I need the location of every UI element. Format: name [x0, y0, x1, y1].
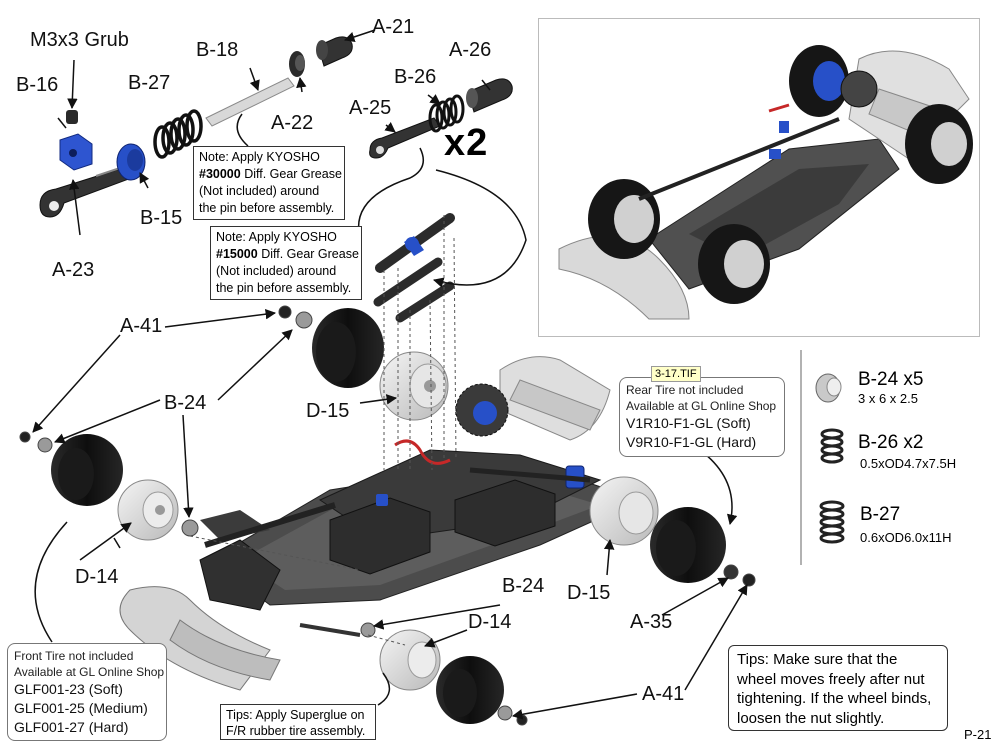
legend-b24-title: B-24 x5 [858, 369, 924, 390]
rear-tire-availability: Available at GL Online Shop [626, 399, 777, 413]
tip-nut-line3: tightening. If the wheel binds, [737, 690, 932, 707]
note-30000-line4: the pin before assembly. [199, 201, 335, 215]
rear-left-rim-d15 [379, 351, 449, 421]
label-a23: A-23 [52, 259, 95, 281]
front-tire-option-hard: GLF001-27 (Hard) [14, 719, 129, 735]
note-30000-grease-code: #30000 [199, 167, 241, 181]
legend-bearing-icon [815, 373, 842, 403]
label-a22: A-22 [271, 112, 314, 134]
front-tire-availability: Available at GL Online Shop [14, 665, 165, 679]
front-tire-info-box: Front Tire not included Available at GL … [7, 643, 167, 741]
tip-nut-line1: Tips: Make sure that the [737, 651, 898, 668]
label-a35: A-35 [630, 611, 673, 633]
legend-b26-title: B-26 x2 [858, 432, 924, 453]
label-b15: B-15 [140, 207, 183, 229]
grub-screw-part [66, 110, 78, 124]
rear-right-rim-d15 [589, 476, 659, 546]
note-15000-line2: Diff. Gear Grease [257, 247, 359, 261]
front-tire-option-medium: GLF001-25 (Medium) [14, 700, 148, 716]
label-a26: A-26 [449, 39, 492, 61]
b15-part [116, 143, 146, 181]
tip-superglue-line2: F/R rubber tire assembly. [226, 724, 366, 738]
rear-right-tire [650, 507, 726, 583]
b16-part [59, 133, 93, 171]
pushrod-subassembly [369, 78, 513, 159]
leader-lines [32, 29, 748, 720]
b27-spring-part [153, 109, 203, 159]
label-b24-bottom: B-24 [502, 575, 545, 597]
label-a41-bottom: A-41 [642, 683, 685, 705]
tip-nut-line4: loosen the nut slightly. [737, 709, 885, 727]
note-30000-line1: Note: Apply KYOSHO [199, 150, 320, 164]
a22-part [289, 51, 305, 77]
note-15000-line3: (Not included) around [216, 264, 337, 278]
rear-tire-option-hard: V9R10-F1-GL (Hard) [626, 434, 757, 450]
file-tag: 3-17.TIF [651, 366, 701, 382]
assembled-car-drawing [558, 45, 973, 320]
a25-part [369, 117, 441, 159]
note-grease-15000: Note: Apply KYOSHO #15000 Diff. Gear Gre… [210, 226, 362, 300]
legend-b27-spec: 0.6xOD6.0x11H [860, 530, 952, 545]
legend-long-spring-icon [819, 500, 845, 544]
shock-absorbers [373, 213, 455, 323]
rear-left-tire [312, 308, 384, 388]
label-d15-right: D-15 [567, 582, 611, 604]
page-number: P-21 [964, 727, 992, 742]
a23-part [39, 165, 135, 218]
note-30000-line2: Diff. Gear Grease [240, 167, 342, 181]
a26-part [466, 78, 513, 113]
label-b27-top: B-27 [128, 72, 171, 94]
b18-pin-part [205, 77, 295, 127]
front-left-tire [51, 434, 123, 506]
main-chassis [119, 356, 642, 691]
label-d14-bottom: D-14 [468, 611, 512, 633]
b26-spring-part [428, 94, 465, 133]
label-a21: A-21 [372, 16, 415, 38]
rear-tire-option-soft: V1R10-F1-GL (Soft) [626, 415, 751, 431]
label-b26-top: B-26 [394, 66, 437, 88]
front-left-rim-d14 [117, 479, 179, 541]
tip-superglue: Tips: Apply Superglue on F/R rubber tire… [220, 704, 376, 740]
tip-nut-line2: wheel moves freely after nut [737, 670, 925, 688]
legend-short-spring-icon [820, 428, 844, 464]
front-tire-option-soft: GLF001-23 (Soft) [14, 681, 123, 697]
a21-part [316, 36, 353, 67]
label-a25: A-25 [349, 97, 392, 119]
label-b24-left: B-24 [164, 392, 207, 414]
legend-b26-spec: 0.5xOD4.7x7.5H [860, 456, 957, 471]
label-b16: B-16 [16, 74, 59, 96]
assembled-car-preview [538, 18, 980, 337]
rear-tire-not-included: Rear Tire not included [626, 383, 744, 397]
tip-superglue-line1: Tips: Apply Superglue on [226, 708, 365, 722]
legend-b27-title: B-27 [860, 504, 901, 525]
note-15000-line1: Note: Apply KYOSHO [216, 230, 337, 244]
bearings-and-nuts [19, 305, 756, 726]
rear-tire-info-box: Rear Tire not included Available at GL O… [619, 377, 785, 457]
label-d14-left: D-14 [75, 566, 119, 588]
tip-wheel-nut: Tips: Make sure that the wheel moves fre… [728, 645, 948, 731]
legend-b24-spec: 3 x 6 x 2.5 [858, 391, 918, 406]
label-b18: B-18 [196, 39, 239, 61]
note-15000-line4: the pin before assembly. [216, 281, 352, 295]
axle-subassembly [39, 36, 353, 218]
quantity-x2: x2 [444, 122, 489, 164]
front-tire-not-included: Front Tire not included [14, 649, 134, 663]
label-m3x3-grub: M3x3 Grub [30, 29, 129, 51]
front-right-tire [436, 656, 504, 724]
note-30000-line3: (Not included) around [199, 184, 320, 198]
note-grease-30000: Note: Apply KYOSHO #30000 Diff. Gear Gre… [193, 146, 345, 220]
label-d15-left: D-15 [306, 400, 350, 422]
note-15000-grease-code: #15000 [216, 247, 258, 261]
label-a41-left: A-41 [120, 315, 163, 337]
front-right-rim-d14 [379, 629, 441, 691]
